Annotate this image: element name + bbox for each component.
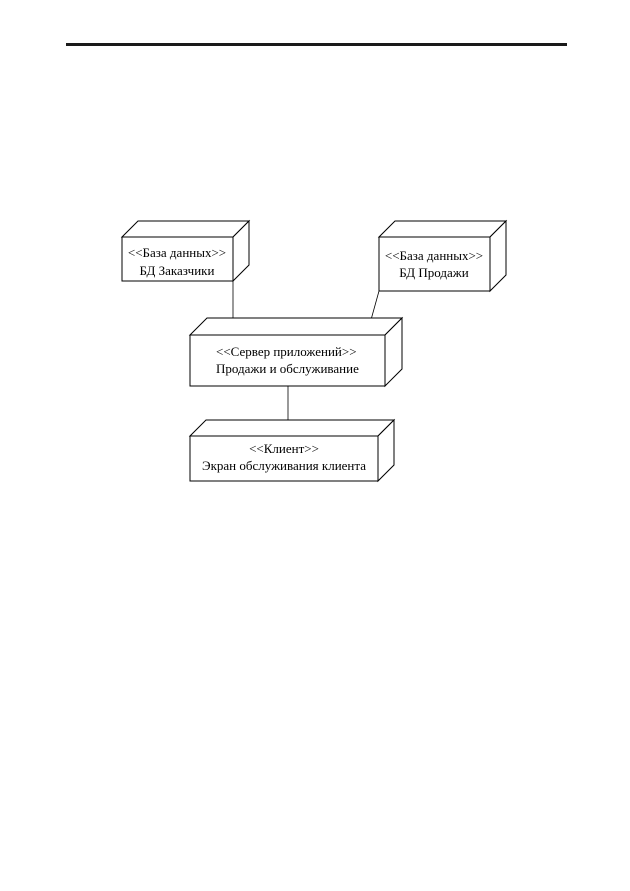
node-db-sales-face	[378, 236, 491, 292]
node-app-server-face	[189, 334, 386, 387]
node-app-server-name: Продажи и обслуживание	[216, 361, 359, 376]
node-client-face	[189, 435, 379, 482]
node-app-server-stereotype: <<Сервер приложений>>	[216, 344, 357, 359]
node-db-sales-name: БД Продажи	[399, 265, 468, 280]
node-db-customers: <<База данных>> БД Заказчики	[120, 219, 251, 283]
node-db-sales-stereotype: <<База данных>>	[385, 248, 483, 263]
node-db-sales-top	[377, 220, 508, 238]
header-rule	[66, 43, 567, 46]
node-client-name: Экран обслуживания клиента	[202, 458, 366, 473]
node-client-top	[188, 419, 396, 437]
node-db-sales: <<База данных>> БД Продажи	[377, 219, 508, 293]
node-client: <<Клиент>> Экран обслуживания клиента	[188, 418, 396, 483]
node-db-customers-stereotype: <<База данных>>	[128, 245, 226, 260]
node-db-customers-name: БД Заказчики	[140, 263, 215, 278]
node-client-stereotype: <<Клиент>>	[249, 441, 319, 456]
node-app-server: <<Сервер приложений>> Продажи и обслужив…	[188, 316, 404, 388]
node-app-server-top	[188, 317, 404, 336]
node-db-customers-top	[120, 220, 251, 238]
node-db-customers-face	[121, 236, 234, 282]
